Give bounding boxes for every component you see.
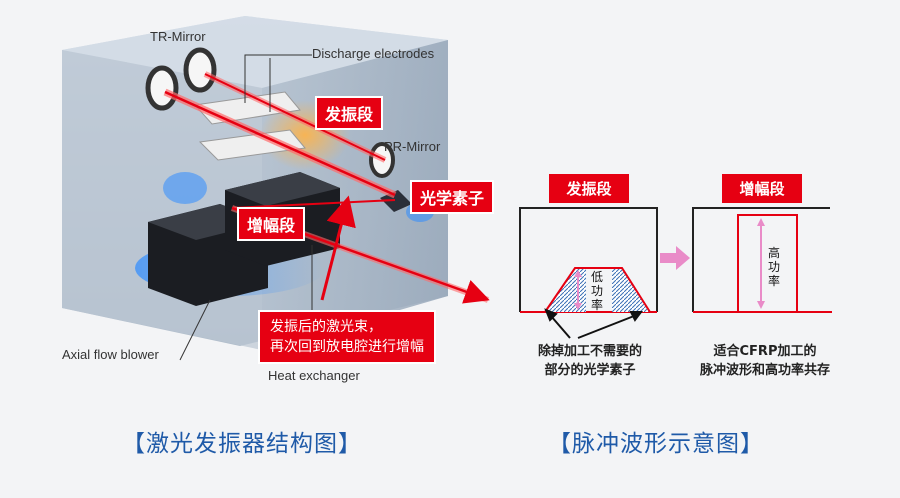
optical-element-tag: 光学素子 <box>410 180 495 214</box>
waveform-amplification-tag: 增幅段 <box>722 174 802 203</box>
caption-pointers <box>544 308 643 339</box>
heat-exchanger-label: Heat exchanger <box>268 368 360 383</box>
reamplify-arrow <box>320 195 356 301</box>
waveform-box-oscillation <box>519 207 658 313</box>
low-power-char: 率 <box>590 298 603 312</box>
tr-mirror-label: TR-Mirror <box>150 29 206 44</box>
low-power-char: 低 <box>590 270 603 284</box>
tr-mirror <box>145 47 217 111</box>
reamplify-note-line: 再次回到放电腔进行增幅 <box>270 339 424 355</box>
amplification-section-tag: 增幅段 <box>237 207 306 241</box>
high-power-char: 率 <box>767 274 780 288</box>
high-power-label: 高 功 率 <box>767 246 781 288</box>
low-power-char: 功 <box>590 284 603 298</box>
axial-flow-blower-label: Axial flow blower <box>62 347 159 362</box>
discharge-electrodes-label: Discharge electrodes <box>312 46 435 61</box>
caption-line: 脉冲波形和高功率共存 <box>699 363 830 378</box>
waveform-box-amplification <box>692 207 832 313</box>
high-power-char: 功 <box>767 260 780 274</box>
low-power-label: 低 功 率 <box>590 270 604 312</box>
structure-diagram-title: 【激光发振器结构图】 <box>122 431 362 457</box>
caption-line: 部分的光学素子 <box>544 363 636 378</box>
oscillation-section-tag: 发振段 <box>315 96 384 130</box>
caption-line: 除掉加工不需要的 <box>537 344 642 359</box>
caption-line: 适合CFRP加工的 <box>713 344 817 359</box>
waveform-right-caption: 适合CFRP加工的 脉冲波形和高功率共存 <box>685 342 845 380</box>
waveform-oscillation-tag: 发振段 <box>549 174 629 203</box>
reamplify-note: 发振后的激光束， 再次回到放电腔进行增幅 <box>258 310 436 364</box>
pr-mirror-label: PR-Mirror <box>384 139 441 154</box>
high-power-char: 高 <box>767 246 780 260</box>
transition-arrow <box>660 246 690 270</box>
waveform-left-caption: 除掉加工不需要的 部分的光学素子 <box>520 342 660 380</box>
reamplify-note-line: 发振后的激光束， <box>270 319 382 335</box>
waveform-diagram-title: 【脉冲波形示意图】 <box>548 431 764 457</box>
